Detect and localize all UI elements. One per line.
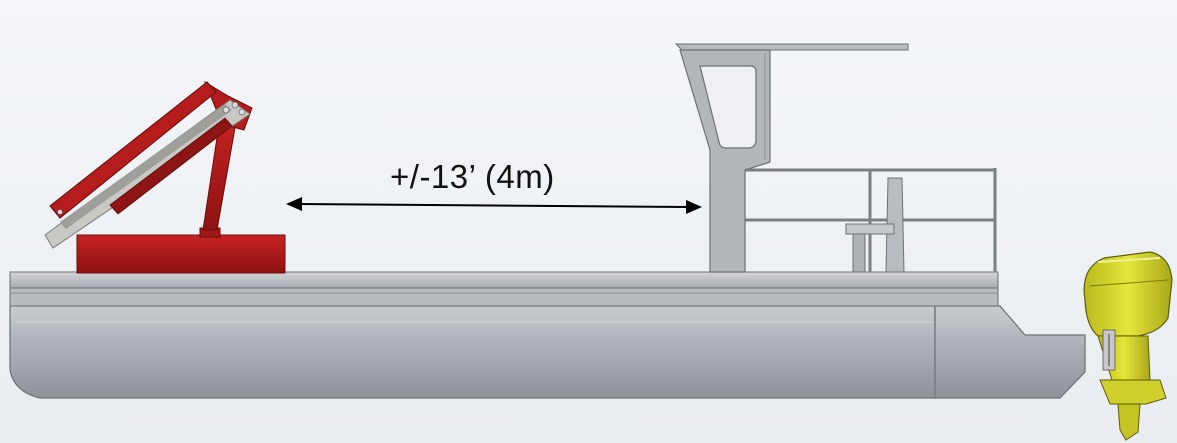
railing bbox=[745, 168, 997, 272]
deck bbox=[9, 271, 999, 307]
console-t-top bbox=[674, 43, 997, 273]
seat bbox=[845, 177, 905, 273]
pontoon-hull bbox=[9, 305, 1086, 399]
dimension-arrow bbox=[286, 197, 702, 214]
dimension-label: +/-13’ (4m) bbox=[390, 158, 555, 195]
crane bbox=[44, 80, 286, 274]
outboard-motor bbox=[1083, 251, 1173, 441]
